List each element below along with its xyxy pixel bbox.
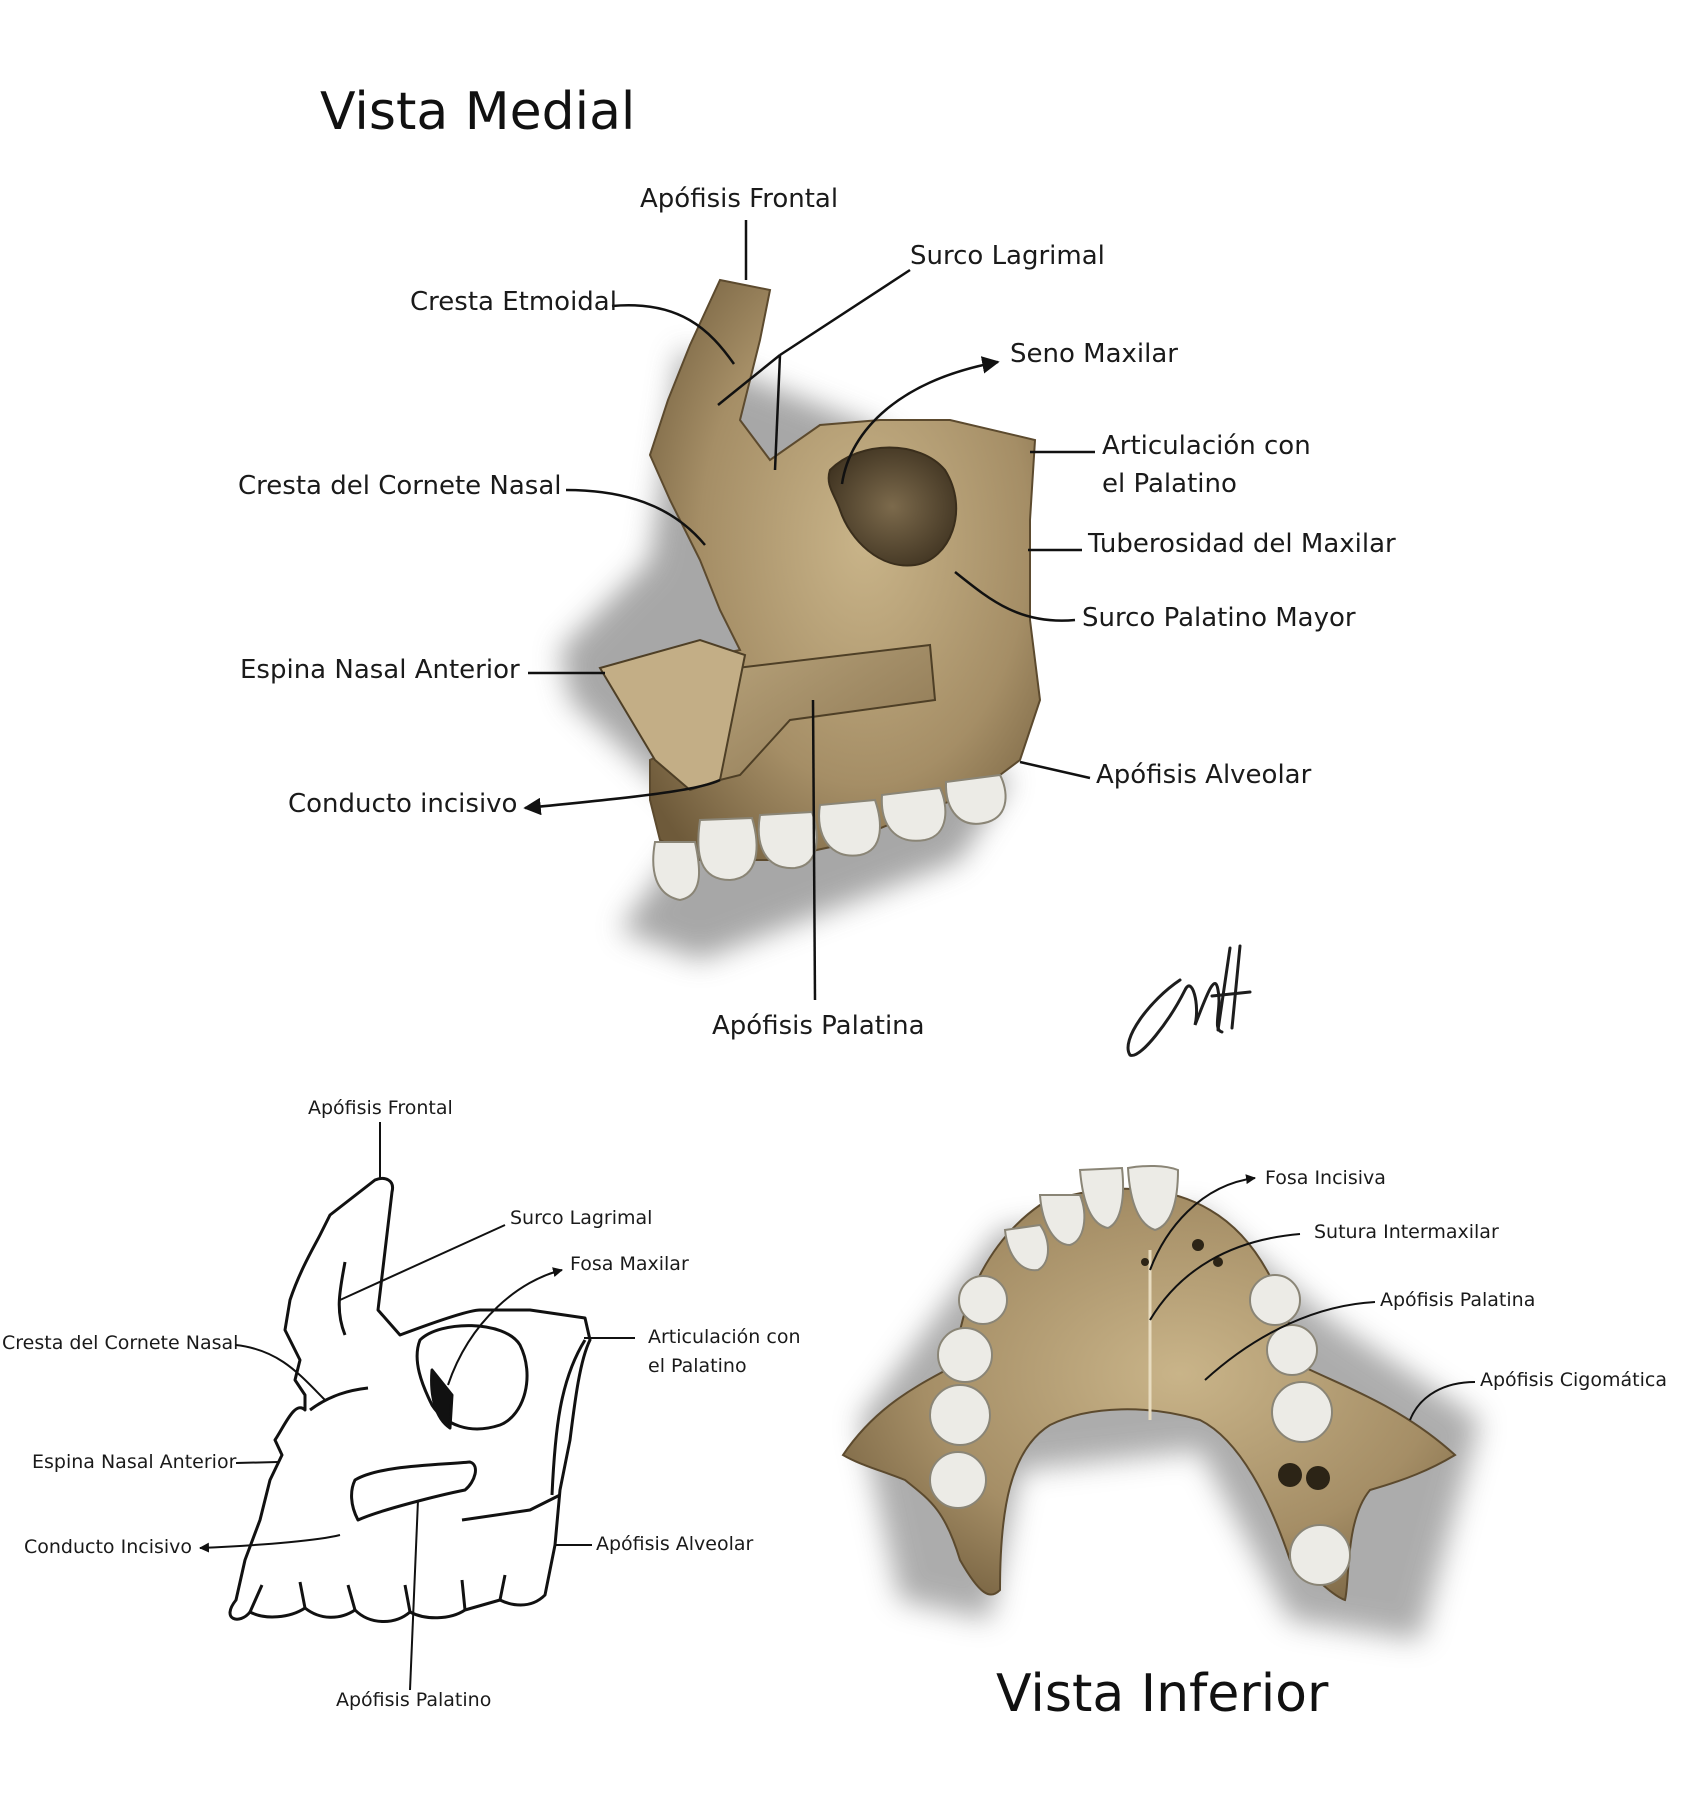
outline-sinus xyxy=(415,1324,529,1431)
medial-view-bone xyxy=(560,278,1042,960)
title-inferior-view: Vista Inferior xyxy=(996,1664,1329,1724)
inferior-teeth xyxy=(929,1164,1351,1586)
outline-inner-frontal xyxy=(337,1261,347,1336)
outline-alveolar-line xyxy=(461,1493,561,1522)
label-outline-surco-lagrimal: Surco Lagrimal xyxy=(510,1207,653,1229)
label-medial-apofisis-alveolar: Apófisis Alveolar xyxy=(1096,760,1312,790)
outline-teeth xyxy=(248,1574,507,1613)
inferior-view-bone xyxy=(841,1164,1480,1640)
label-outline-cresta-cornete: Cresta del Cornete Nasal xyxy=(2,1332,239,1354)
label-outline-apofisis-palatino: Apófisis Palatino xyxy=(336,1689,492,1711)
label-outline-articulacion-line2: el Palatino xyxy=(648,1355,747,1377)
label-outline-conducto-incisivo: Conducto Incisivo xyxy=(24,1536,193,1558)
label-medial-seno-maxilar: Seno Maxilar xyxy=(1010,339,1178,369)
label-medial-tuberosidad: Tuberosidad del Maxilar xyxy=(1088,529,1396,559)
outline-body xyxy=(228,1177,592,1623)
label-outline-apofisis-frontal: Apófisis Frontal xyxy=(308,1097,453,1119)
outline-sinus-shadow xyxy=(430,1368,454,1430)
label-inferior-sutura-intermaxilar: Sutura Intermaxilar xyxy=(1314,1221,1499,1243)
label-outline-articulacion-line1: Articulación con xyxy=(648,1326,801,1348)
label-outline-apofisis-alveolar: Apófisis Alveolar xyxy=(596,1533,754,1555)
outline-leaders xyxy=(199,1122,635,1691)
label-inferior-fosa-incisiva: Fosa Incisiva xyxy=(1265,1167,1386,1189)
tooth-sockets xyxy=(1141,1239,1330,1490)
sinus-opening xyxy=(827,446,958,567)
label-medial-espina-nasal: Espina Nasal Anterior xyxy=(240,655,520,685)
label-outline-espina-nasal: Espina Nasal Anterior xyxy=(32,1451,237,1473)
label-outline-fosa-maxilar: Fosa Maxilar xyxy=(570,1253,689,1275)
label-medial-cresta-cornete: Cresta del Cornete Nasal xyxy=(238,471,562,501)
inferior-leaders xyxy=(1149,1174,1476,1421)
label-medial-apofisis-palatina: Apófisis Palatina xyxy=(712,1011,925,1041)
label-inferior-apofisis-palatina: Apófisis Palatina xyxy=(1380,1289,1536,1311)
label-medial-cresta-etmoidal: Cresta Etmoidal xyxy=(410,287,617,317)
label-medial-conducto-incisivo: Conducto incisivo xyxy=(288,789,518,819)
label-inferior-apofisis-cigomatica: Apófisis Cigomática xyxy=(1480,1369,1667,1391)
label-medial-articulacion-line2: el Palatino xyxy=(1102,469,1237,499)
outline-posterior-edge xyxy=(550,1339,587,1496)
artist-signature xyxy=(1126,944,1252,1057)
label-medial-articulacion-line1: Articulación con xyxy=(1102,431,1311,461)
medial-teeth xyxy=(652,773,1007,902)
outline-crest xyxy=(309,1386,369,1412)
label-medial-apofisis-frontal: Apófisis Frontal xyxy=(640,184,839,214)
medial-leaders xyxy=(523,220,1095,1001)
outline-view xyxy=(228,1177,592,1623)
label-medial-surco-lagrimal: Surco Lagrimal xyxy=(910,241,1105,271)
label-medial-surco-palatino: Surco Palatino Mayor xyxy=(1082,603,1356,633)
outline-palatine-plate xyxy=(350,1460,477,1522)
title-medial-view: Vista Medial xyxy=(320,82,636,142)
